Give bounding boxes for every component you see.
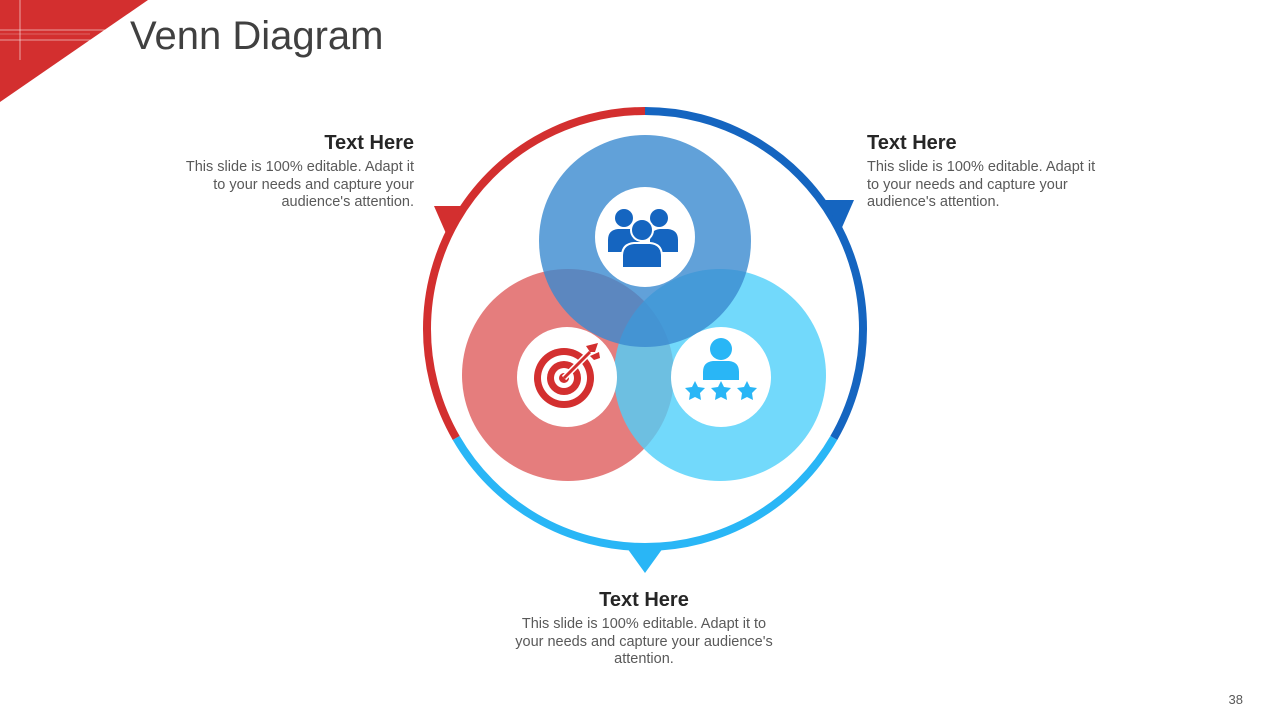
text-block-left: Text Here This slide is 100% editable. A… [182, 132, 414, 212]
outer-arc-red [423, 107, 646, 440]
page-number: 38 [1228, 692, 1243, 707]
text-block-right-body: This slide is 100% editable. Adapt it to… [867, 159, 1096, 210]
text-block-bottom: Text Here This slide is 100% editable. A… [508, 589, 780, 669]
slide-title: Venn Diagram [130, 14, 384, 58]
text-block-left-heading: Text Here [324, 132, 414, 154]
corner-decoration [0, 0, 148, 102]
pointer-blue [825, 200, 854, 232]
text-block-left-body: This slide is 100% editable. Adapt it to… [185, 159, 414, 210]
pointer-light-blue [627, 548, 663, 573]
text-block-bottom-body: This slide is 100% editable. Adapt it to… [515, 616, 773, 667]
rating-icon [685, 338, 757, 400]
text-block-right: Text Here This slide is 100% editable. A… [867, 132, 1099, 212]
outer-arc-blue [644, 107, 867, 440]
text-block-bottom-heading: Text Here [599, 589, 689, 611]
team-icon [608, 209, 678, 269]
target-icon [534, 343, 600, 408]
outer-arc-light-blue [452, 435, 838, 552]
text-block-right-heading: Text Here [867, 132, 957, 154]
pointer-red [434, 206, 462, 238]
